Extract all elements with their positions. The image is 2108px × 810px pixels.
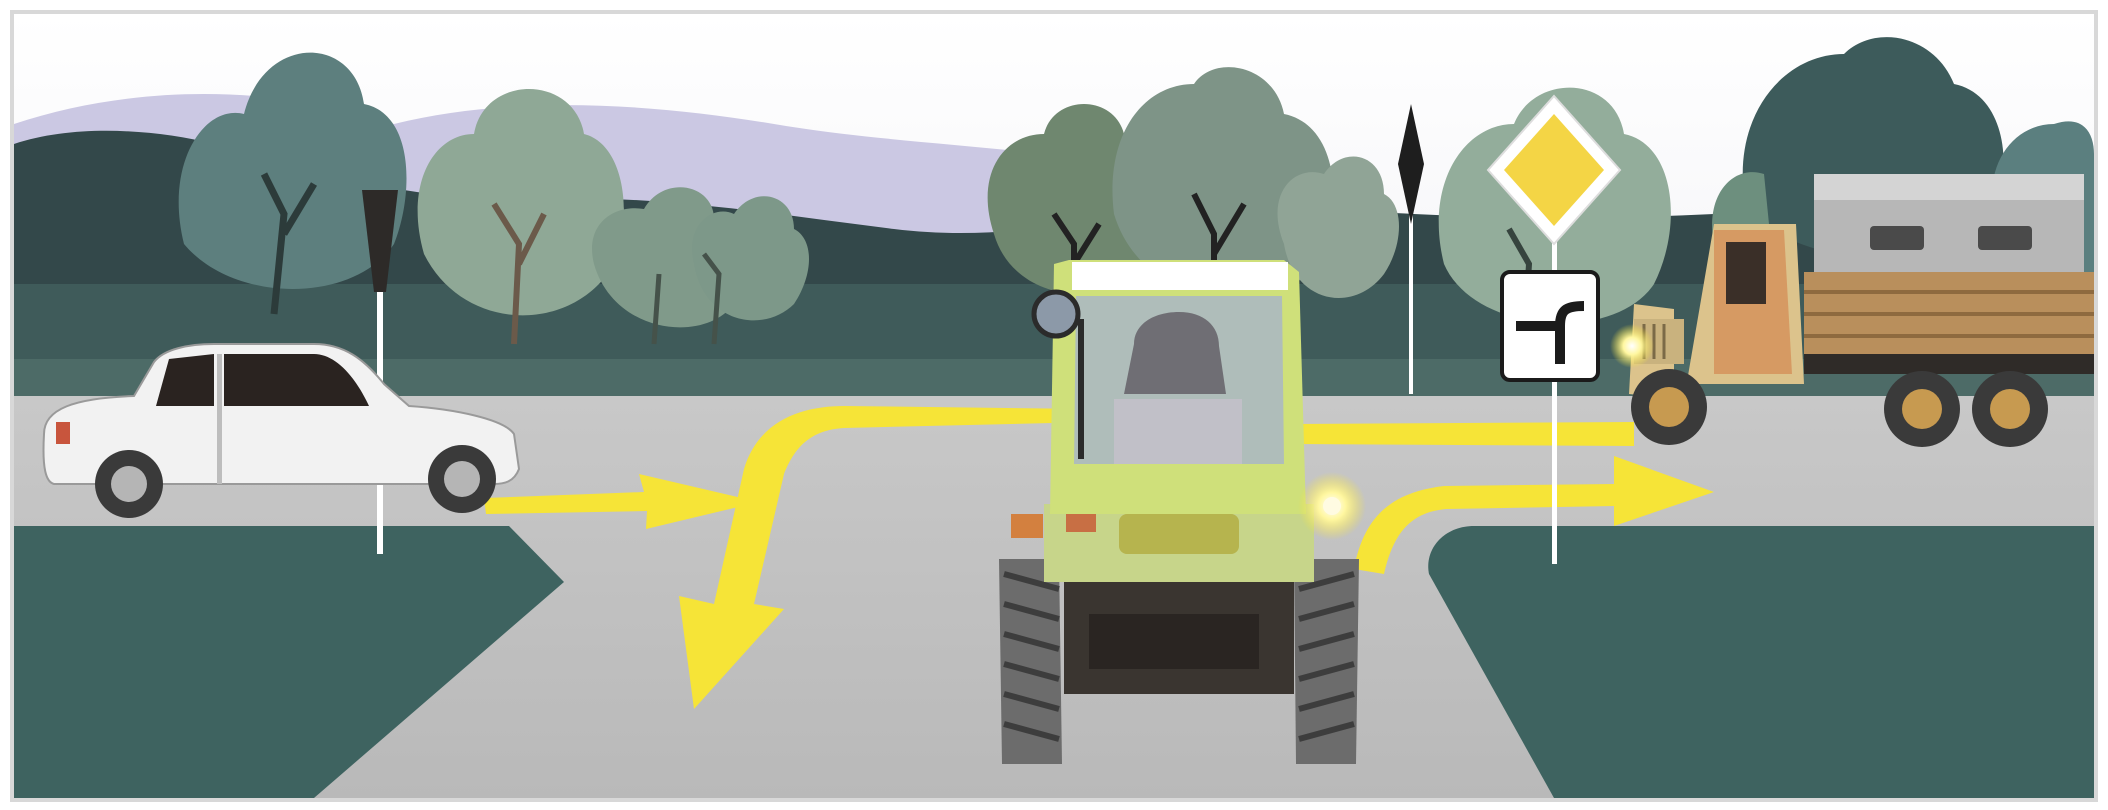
truck-turn-signal (1610, 324, 1654, 368)
illustration-frame (10, 10, 2098, 802)
tractor-mirror (1034, 292, 1078, 336)
intersection-illustration (14, 14, 2094, 798)
